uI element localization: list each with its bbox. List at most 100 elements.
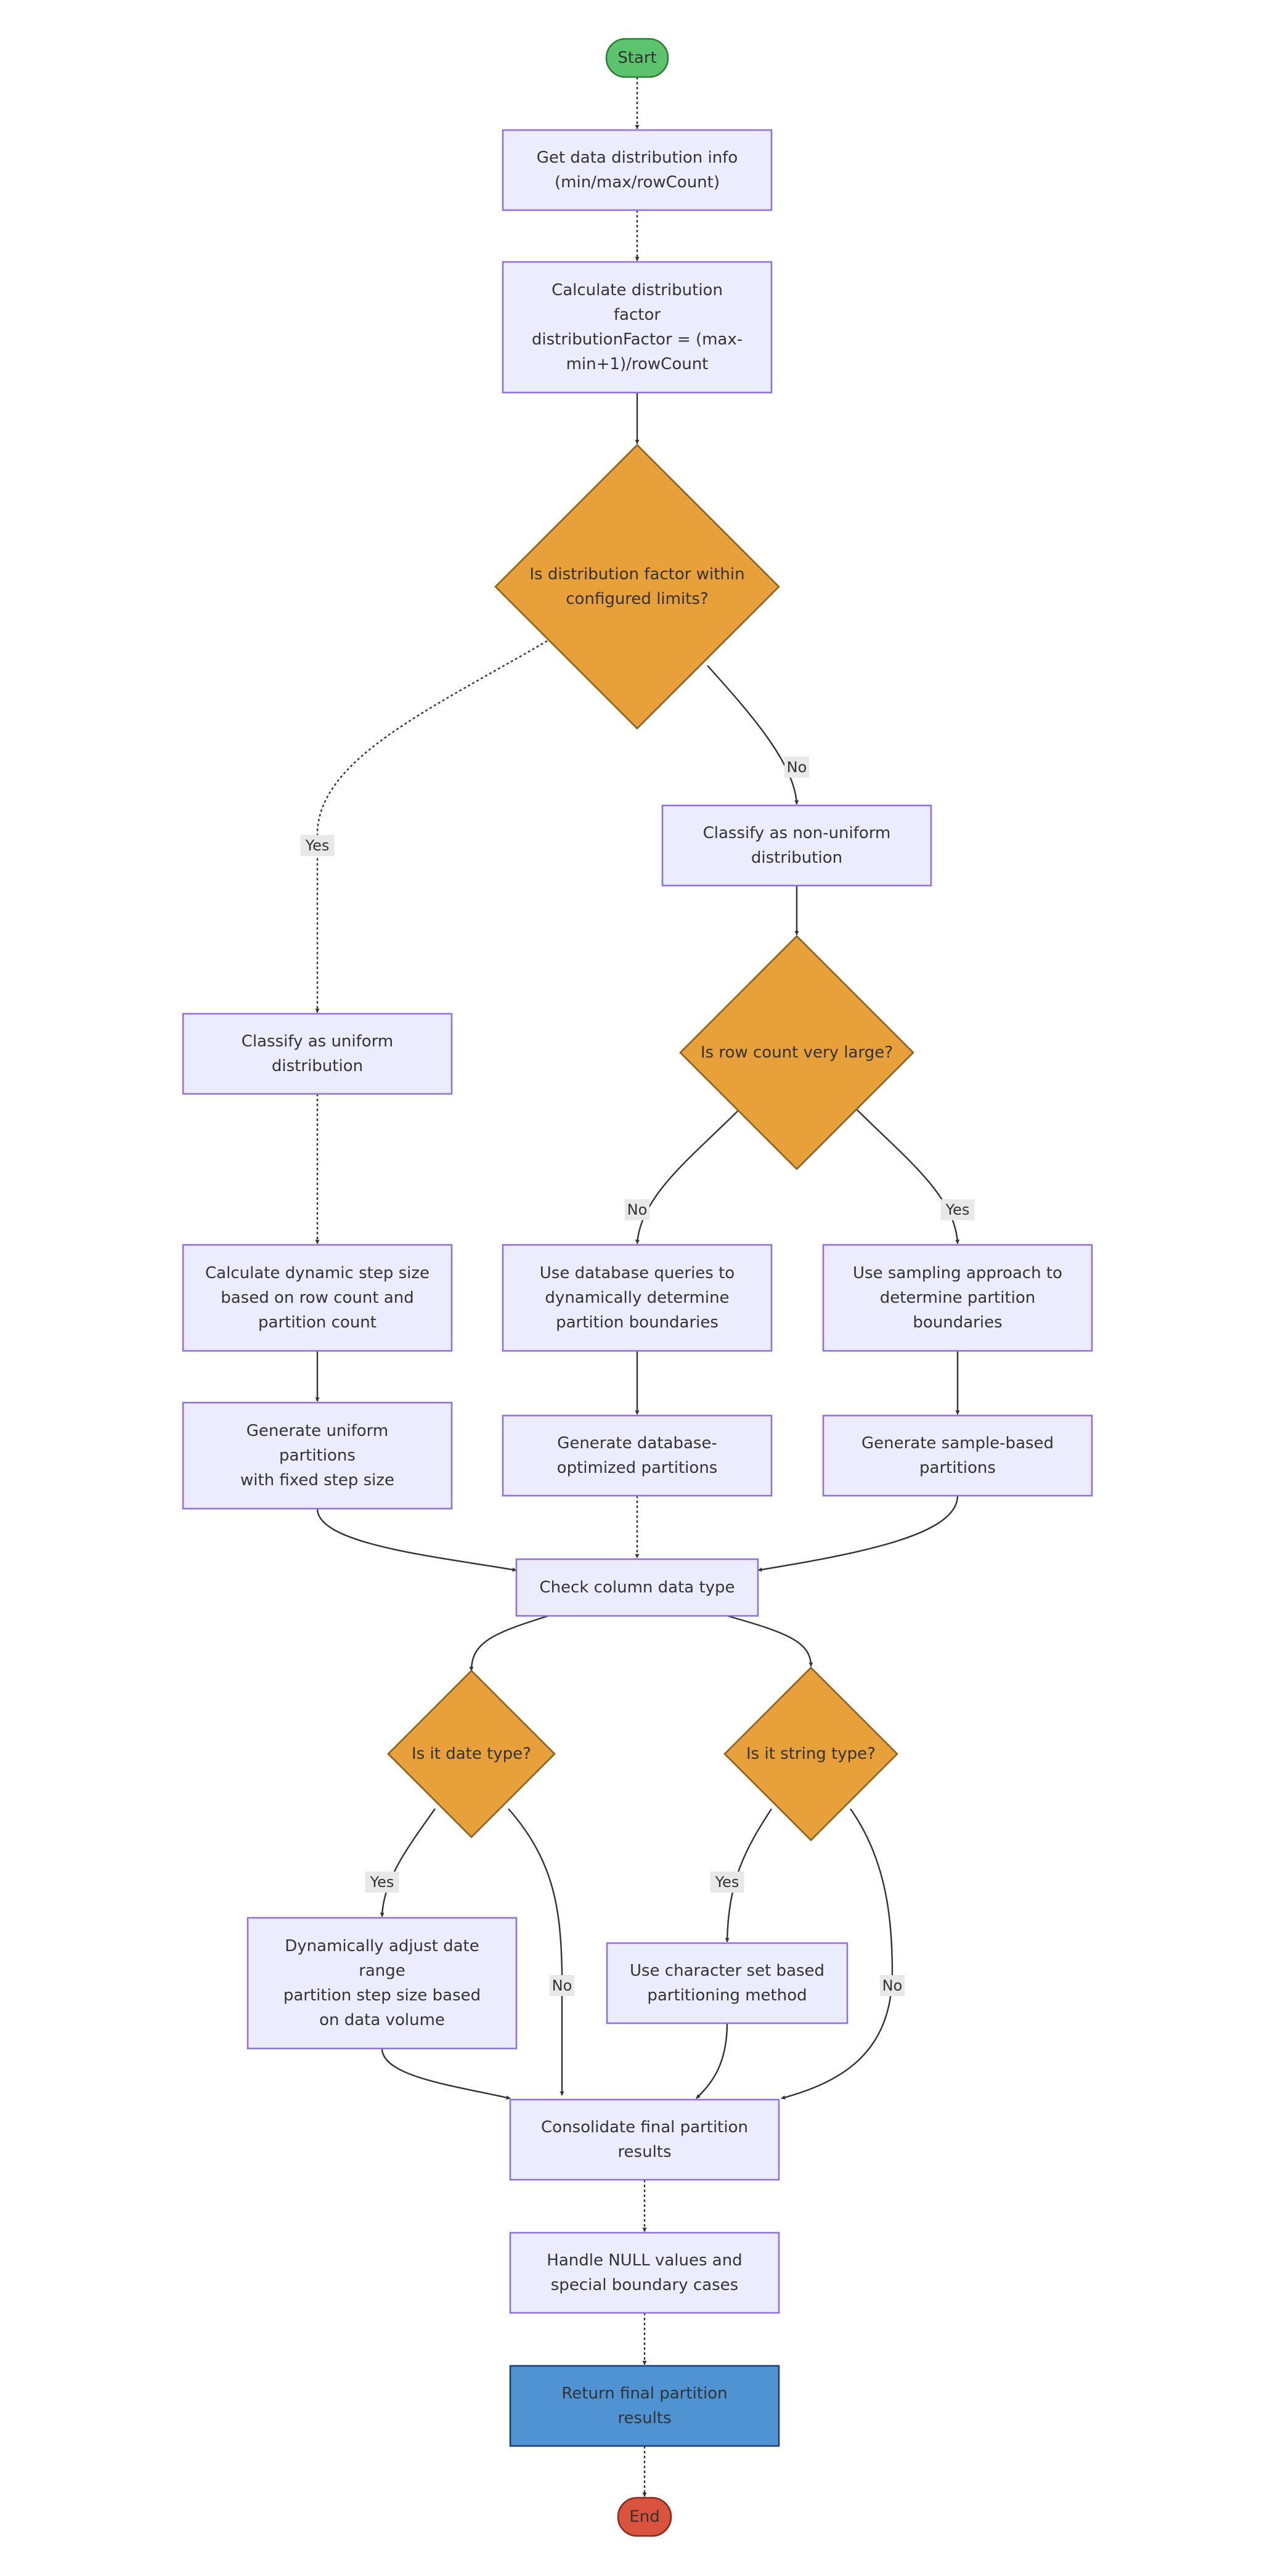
node-label: Generate uniform (246, 1422, 389, 1440)
edge-label-background (365, 1872, 399, 1893)
edge-label-text: No (787, 759, 807, 776)
node-gen-uniform: Generate uniform partitions with fixed ste… (182, 1401, 453, 1510)
node-date-adjust: Dynamically adjust date range partition st… (246, 1917, 518, 2050)
node-box (661, 804, 932, 887)
edge-label-date-yes: Yes (365, 1872, 399, 1893)
node-label: determine partition (880, 1289, 1036, 1307)
node-gen-db: Generate database-optimized partitions (502, 1414, 773, 1497)
node-label: Use sampling approach to (853, 1264, 1062, 1282)
node-label: partitions (919, 1459, 996, 1477)
node-label: based on row count and (221, 1289, 414, 1307)
node-label: Generate database- (557, 1434, 717, 1453)
node-db-queries: Use database queries to dynamically deter… (502, 1244, 773, 1352)
node-return-final: Return final partition results (509, 2365, 780, 2447)
node-terminal (605, 38, 669, 78)
node-label: special boundary cases (551, 2276, 738, 2294)
node-label: min+1)/rowCount (566, 355, 709, 373)
node-label: Consolidate final partition (541, 2118, 748, 2137)
node-diamond (723, 1666, 898, 1841)
edge-label-background (300, 835, 335, 856)
node-label: Start (617, 49, 657, 67)
edges (315, 77, 960, 2497)
edge-label-text: Yes (715, 1873, 739, 1891)
edge-within-nonuniform (707, 665, 799, 805)
node-gen-sample: Generate sample-based partitions (822, 1414, 1093, 1497)
node-box (509, 2365, 780, 2447)
edge-label-text: No (882, 1977, 903, 1994)
node-label: (min/max/rowCount) (555, 173, 720, 192)
edge-label-background (940, 1199, 975, 1220)
edge-label-background (625, 1199, 649, 1220)
node-label: distribution (751, 849, 842, 867)
node-label: Calculate dynamic step size (205, 1264, 429, 1282)
node-label: Classify as non-uniform (703, 824, 891, 842)
node-box (509, 2232, 780, 2314)
node-box (246, 1917, 518, 2050)
edge-charset-consolidate (696, 2023, 728, 2099)
node-label: with fixed step size (240, 1471, 394, 1490)
edge-gensample-check (757, 1495, 959, 1572)
node-label: Is it string type? (746, 1745, 876, 1763)
node-label: range (359, 1962, 405, 1980)
edge-label-background (710, 1872, 744, 1893)
edge-adjust-consolidate (381, 2048, 511, 2100)
node-start: Start (605, 38, 669, 78)
node-is-within: Is distribution factor withinconfigured … (494, 444, 780, 730)
node-box (509, 2098, 780, 2181)
edge-label-text: Yes (305, 837, 330, 854)
edge-date-consolidate (508, 1808, 564, 2096)
node-label: optimized partitions (557, 1459, 718, 1477)
edge-label-date-no: No (550, 1975, 574, 1996)
node-box (502, 1244, 773, 1352)
node-is-string: Is it string type? (723, 1666, 898, 1841)
edge-within-uniform (315, 640, 548, 1013)
node-box (502, 261, 773, 394)
edge-label-within-no: No (784, 757, 809, 778)
node-label: Check column data type (539, 1578, 735, 1597)
edge-string-charset (725, 1808, 773, 1942)
node-box (182, 1401, 453, 1510)
node-label: distributionFactor = (max- (532, 330, 743, 349)
node-is-large: Is row count very large? (679, 935, 914, 1170)
node-label: partitioning method (647, 1986, 807, 2005)
node-label: Is it date type? (412, 1745, 531, 1763)
edge-large-sampling (856, 1109, 960, 1244)
node-box (606, 1942, 849, 2024)
edge-check-string (727, 1615, 813, 1667)
edge-label-large-yes: Yes (940, 1199, 975, 1220)
node-end: End (617, 2497, 672, 2537)
node-diamond (679, 935, 914, 1170)
edge-label-string-yes: Yes (710, 1872, 744, 1893)
node-is-date: Is it date type? (387, 1669, 556, 1838)
edge-genuniform-check (316, 1508, 517, 1572)
node-label: Generate sample-based (861, 1434, 1054, 1453)
node-label: boundaries (913, 1313, 1002, 1332)
node-box (182, 1013, 453, 1095)
node-label: Calculate distribution (552, 281, 723, 300)
node-label: partition boundaries (556, 1313, 719, 1332)
node-calc-step: Calculate dynamic step size based on row … (182, 1244, 453, 1352)
node-box (182, 1244, 453, 1352)
edge-label-string-no: No (880, 1975, 905, 1996)
edge-label-background (880, 1975, 905, 1996)
node-diamond (494, 444, 780, 730)
node-label: results (617, 2409, 671, 2427)
node-label: Return final partition (561, 2384, 727, 2403)
edge-date-adjust (380, 1808, 436, 1917)
node-check-type: Check column data type (515, 1558, 759, 1617)
edge-label-within-yes: Yes (300, 835, 335, 856)
node-label: Dynamically adjust date (285, 1937, 479, 1955)
node-label: configured limits? (566, 590, 708, 608)
edge-label-background (550, 1975, 574, 1996)
edge-label-text: Yes (370, 1873, 394, 1891)
node-label: partition step size based (283, 1986, 481, 2005)
node-label: partitions (279, 1446, 356, 1465)
node-label: Is row count very large? (701, 1043, 893, 1062)
node-label: dynamically determine (545, 1289, 729, 1307)
node-label: Use character set based (630, 1962, 824, 1980)
node-label: Use database queries to (540, 1264, 735, 1282)
